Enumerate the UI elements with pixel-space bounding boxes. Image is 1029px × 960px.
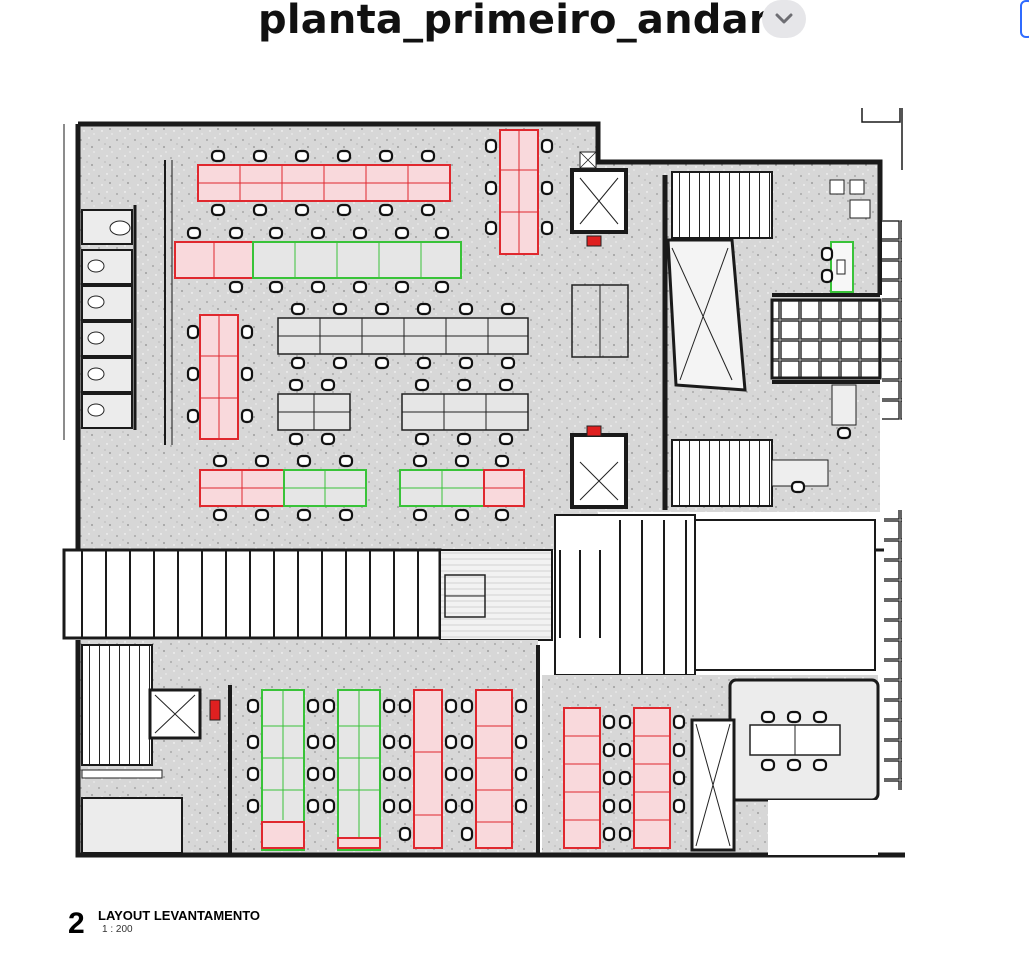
title-menu-button[interactable] <box>762 0 806 38</box>
view-title: LAYOUT LEVANTAMENTO <box>98 908 261 923</box>
plan-edge-details <box>63 108 903 440</box>
view-scale: 1 : 200 <box>102 924 133 935</box>
corridor <box>62 514 876 676</box>
view-number: 2 <box>68 907 85 940</box>
title-bar: planta_primeiro_andar <box>0 0 1029 60</box>
lower-chairs <box>246 698 828 842</box>
floor-plan-drawing[interactable] <box>60 100 910 870</box>
upper-desks-row-2[interactable] <box>174 241 462 279</box>
chevron-down-icon <box>775 13 793 24</box>
lower-desks[interactable] <box>261 689 671 851</box>
side-panel-button[interactable] <box>1020 0 1029 38</box>
upper-desks-row-4[interactable] <box>199 469 525 507</box>
upper-desks-row-3[interactable] <box>199 314 529 440</box>
upper-chairs <box>186 138 852 522</box>
upper-desks-row-1[interactable] <box>197 129 539 255</box>
restroom-stalls <box>81 209 133 429</box>
document-title[interactable]: planta_primeiro_andar <box>258 0 769 43</box>
